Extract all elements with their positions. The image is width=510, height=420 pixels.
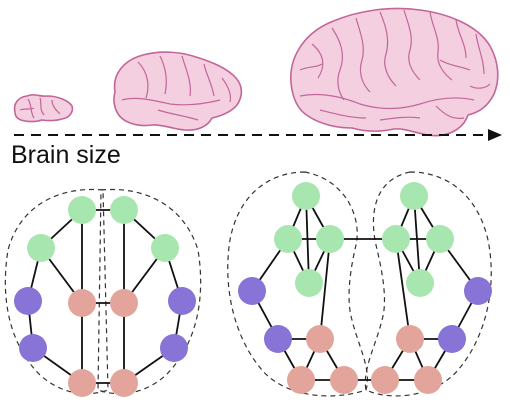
node-pink — [396, 325, 424, 353]
node-green — [151, 234, 179, 262]
node-purple — [19, 334, 47, 362]
mouse-brain-icon — [13, 94, 74, 123]
monkey-brain-icon — [113, 51, 243, 131]
node-pink — [110, 369, 138, 397]
node-pink — [110, 289, 138, 317]
node-pink — [414, 366, 442, 394]
network-nodes — [14, 196, 196, 397]
node-green — [426, 225, 454, 253]
large-brain-network — [227, 171, 492, 397]
brain-size-axis: Brain size — [11, 129, 502, 169]
node-green — [406, 269, 434, 297]
node-purple — [438, 325, 466, 353]
left-hemisphere-outline — [4, 188, 109, 395]
node-green — [382, 225, 410, 253]
right-hemisphere-outline — [364, 171, 492, 397]
node-pink — [68, 369, 96, 397]
node-purple — [160, 334, 188, 362]
left-hemisphere-outline — [227, 171, 368, 397]
node-purple — [464, 277, 492, 305]
node-pink — [306, 325, 334, 353]
node-purple — [264, 325, 292, 353]
network-edge — [319, 238, 331, 340]
node-green — [400, 182, 428, 210]
node-green — [295, 269, 323, 297]
node-green — [316, 225, 344, 253]
node-green — [274, 225, 302, 253]
node-pink — [371, 366, 399, 394]
node-purple — [238, 277, 266, 305]
network-edge — [395, 238, 411, 340]
node-pink — [330, 366, 358, 394]
node-green — [68, 196, 96, 224]
network-edges — [251, 195, 479, 381]
network-nodes — [238, 182, 492, 394]
right-hemisphere-outline — [97, 188, 202, 395]
brains-row — [13, 7, 499, 137]
node-purple — [14, 287, 42, 315]
human-brain-icon — [290, 7, 499, 137]
node-pink — [68, 289, 96, 317]
node-pink — [287, 366, 315, 394]
node-purple — [168, 287, 196, 315]
small-brain-network — [4, 188, 202, 397]
node-green — [292, 182, 320, 210]
brain-size-label: Brain size — [11, 141, 121, 169]
node-green — [27, 234, 55, 262]
node-green — [110, 196, 138, 224]
